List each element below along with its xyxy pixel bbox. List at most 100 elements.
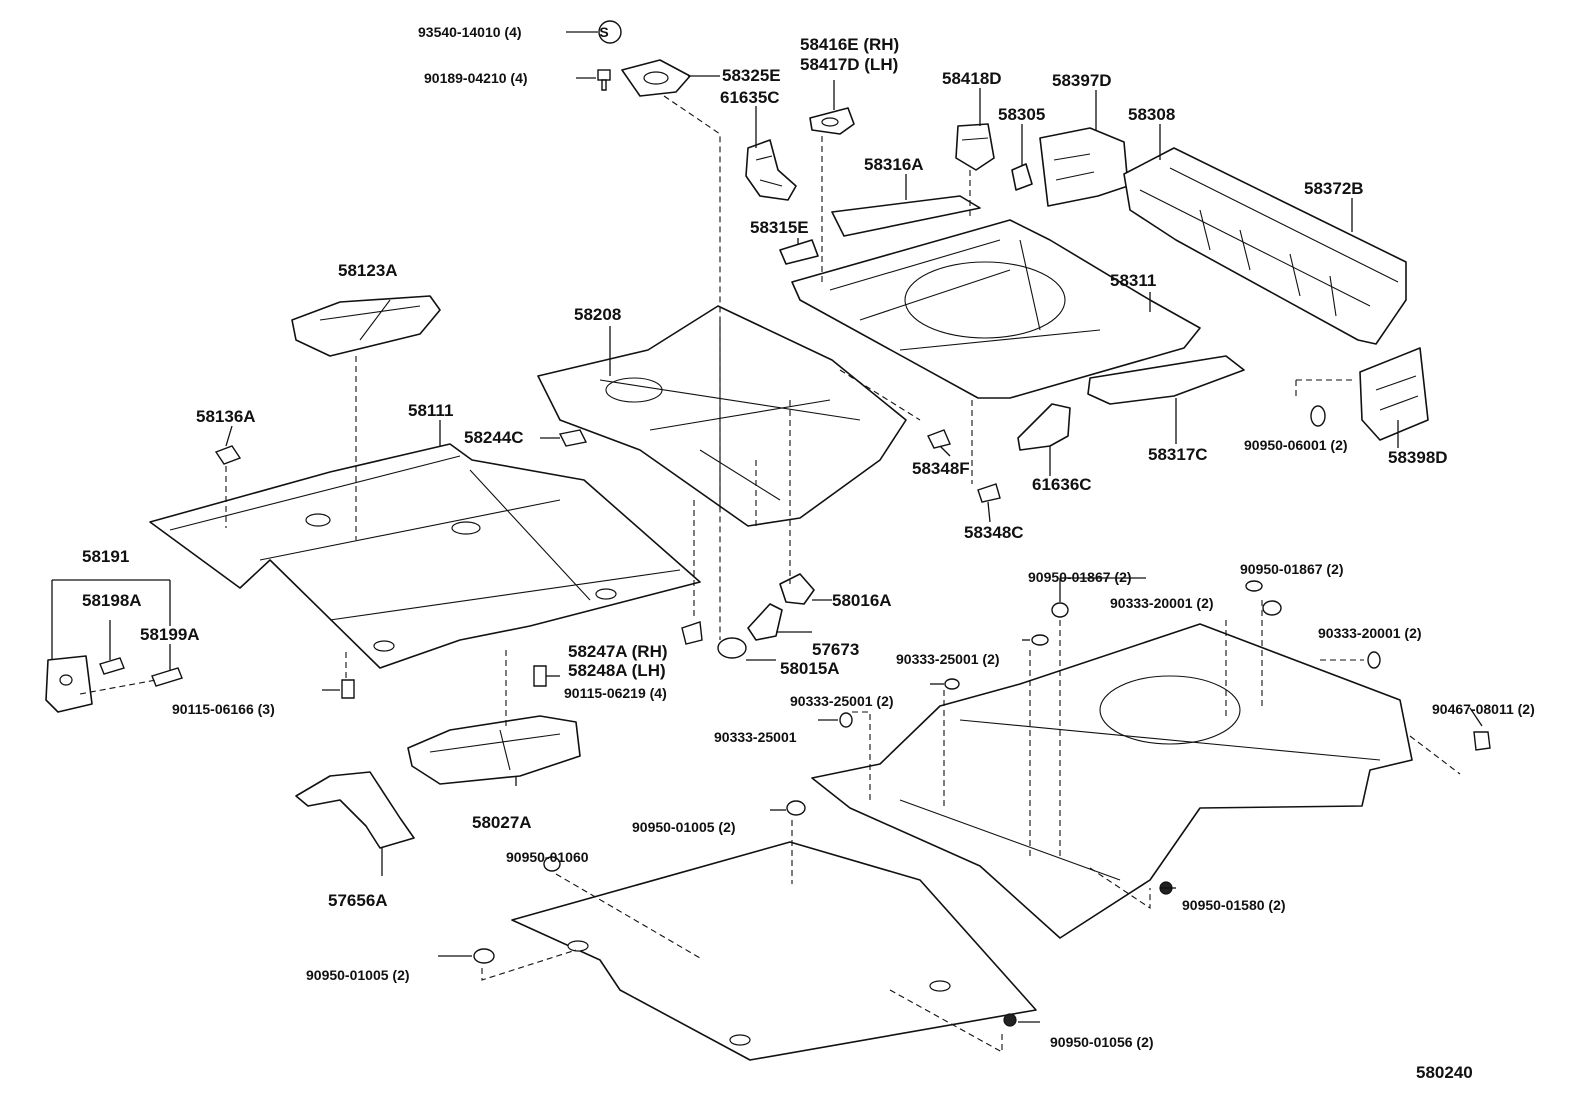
label-58308: 58308: [1128, 105, 1175, 124]
plug-90333-25001-b: [944, 678, 960, 690]
front-floor-pan-58111: [149, 443, 701, 669]
grommet-90950-06001: [1310, 405, 1326, 427]
bolt-90115-06219: [533, 665, 547, 687]
label-58311: 58311: [1110, 271, 1156, 290]
label-58417D: 58417D (LH): [800, 55, 898, 74]
bracket-57656A: [295, 771, 415, 849]
bracket-58191: [45, 655, 93, 713]
bolt-90115-06166: [341, 679, 355, 699]
label-61635C: 61635C: [720, 88, 780, 107]
plug-90950-01005-a: [786, 800, 806, 816]
clip-58325E: [621, 59, 691, 97]
plug-90333-25001-a: [1031, 634, 1049, 646]
member-58123A: [291, 295, 441, 357]
bracket-58247A: [681, 621, 703, 645]
label-58199A: 58199A: [140, 625, 200, 644]
dashed-alignment-lines: [79, 95, 1461, 1053]
label-57673: 57673: [812, 640, 859, 659]
bracket-61635C: [745, 139, 797, 201]
label-58027A: 58027A: [472, 813, 532, 832]
reinforcement-58316A: [831, 195, 981, 237]
label-58418D: 58418D: [942, 69, 1002, 88]
label-58305: 58305: [998, 105, 1045, 124]
label-58317C: 58317C: [1148, 445, 1208, 464]
bracket-58416E: [809, 107, 855, 135]
label-58348F: 58348F: [912, 459, 970, 478]
extension-58317C: [1087, 355, 1245, 405]
bracket-58136A: [214, 445, 242, 465]
bracket-57673: [747, 603, 783, 641]
label-90950-06001: 90950-06001 (2): [1244, 437, 1348, 453]
plug-90950-01005-b: [473, 948, 495, 964]
plate-58348C: [977, 483, 1001, 503]
seal-symbol-icon: [598, 20, 622, 44]
label-90950-01005-a: 90950-01005 (2): [632, 819, 736, 835]
label-58123A: 58123A: [338, 261, 398, 280]
bolt-90189-04210: [597, 69, 611, 91]
label-90950-01005-b: 90950-01005 (2): [306, 967, 410, 983]
panel-58397D: [1039, 127, 1129, 207]
plug-90333-20001-b: [1367, 651, 1381, 669]
label-58397D: 58397D: [1052, 71, 1112, 90]
label-90950-01580: 90950-01580 (2): [1182, 897, 1286, 913]
label-58136A: 58136A: [196, 407, 256, 426]
member-58027A: [407, 715, 581, 785]
label-58372B: 58372B: [1304, 179, 1364, 198]
label-58244C: 58244C: [464, 428, 524, 447]
plug-58015A: [717, 637, 747, 659]
clip-90467-08011: [1473, 731, 1491, 751]
label-90950-01867-a: 90950-01867 (2): [1028, 569, 1132, 585]
label-90189-04210: 90189-04210 (4): [424, 70, 528, 86]
floor-silencer-left: [511, 841, 1037, 1061]
label-61636C: 61636C: [1032, 475, 1092, 494]
label-58315E: 58315E: [750, 218, 809, 237]
diagram-id: 580240: [1416, 1063, 1473, 1082]
label-90115-06219: 90115-06219 (4): [564, 685, 667, 701]
label-90950-01056: 90950-01056 (2): [1050, 1034, 1154, 1050]
label-90333-25001-a: 90333-25001 (2): [896, 651, 1000, 667]
plug-90950-01056: [1003, 1013, 1017, 1027]
label-90333-25001-b: 90333-25001 (2): [790, 693, 894, 709]
label-93540-14010: 93540-14010 (4): [418, 24, 522, 40]
bracket-58398D: [1359, 347, 1429, 441]
label-58247A: 58247A (RH): [568, 642, 668, 661]
label-58316A: 58316A: [864, 155, 924, 174]
bracket-58418D: [955, 123, 995, 171]
callout-labels: 93540-14010 (4) S 90189-04210 (4) 58325E…: [82, 24, 1535, 1082]
label-58248A: 58248A (LH): [568, 661, 666, 680]
rear-floor-pan-58311: [791, 219, 1201, 399]
plate-58348F: [927, 429, 951, 449]
label-58198A: 58198A: [82, 591, 142, 610]
label-90950-01867-b: 90950-01867 (2): [1240, 561, 1344, 577]
label-58111: 58111: [408, 401, 453, 420]
plug-90950-01060: [543, 856, 561, 872]
clip-58305: [1011, 163, 1033, 191]
clip-58244C: [558, 429, 588, 447]
label-58016A: 58016A: [832, 591, 892, 610]
plug-90950-01867-b: [1262, 600, 1282, 616]
leader-lines: [51, 31, 1483, 1023]
plug-90950-01867-a: [1051, 602, 1069, 618]
label-90950-01060: 90950-01060: [506, 849, 589, 865]
label-90333-20001-b: 90333-20001 (2): [1318, 625, 1422, 641]
rear-panel-58308: [1123, 147, 1407, 345]
plug-90333-20001-a: [1245, 580, 1263, 592]
label-seal-symbol: S: [599, 24, 608, 40]
center-floor-pan-58208: [537, 305, 907, 527]
label-90333-25001-c: 90333-25001: [714, 729, 797, 745]
label-58398D: 58398D: [1388, 448, 1448, 467]
label-58348C: 58348C: [964, 523, 1024, 542]
pin-58199A: [151, 667, 183, 687]
label-57656A: 57656A: [328, 891, 388, 910]
label-58015A: 58015A: [780, 659, 840, 678]
bracket-61636C: [1017, 403, 1071, 451]
bracket-58315E: [779, 239, 819, 265]
pin-58198A: [99, 657, 125, 675]
plate-58016A: [779, 573, 815, 605]
label-90467-08011: 90467-08011 (2): [1432, 701, 1535, 717]
label-90333-20001-a: 90333-20001 (2): [1110, 595, 1214, 611]
label-58416E: 58416E (RH): [800, 35, 899, 54]
label-58191: 58191: [82, 547, 129, 566]
